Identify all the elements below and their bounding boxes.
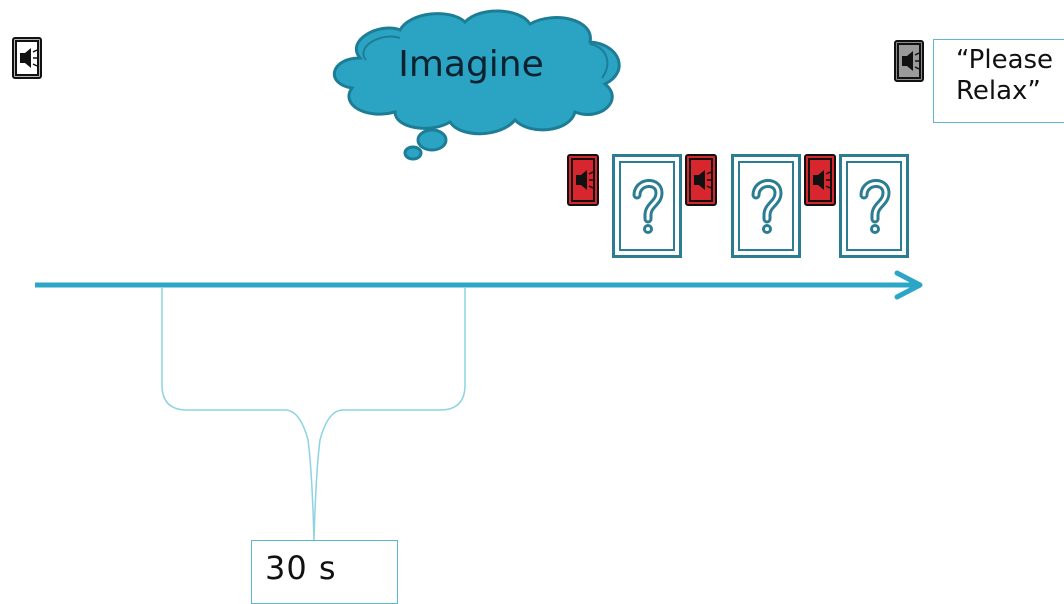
instruction-box: “Please Relax” [933,39,1064,123]
speaker-icon [567,154,599,206]
speaker-icon [804,154,836,206]
thought-bubble-dot-small [403,145,423,161]
thought-bubble-text: Imagine [398,44,544,85]
question-card [839,154,909,258]
question-card [612,154,682,258]
speaker-icon [685,154,717,206]
duration-bracket [161,288,466,541]
question-mark-icon [632,179,664,234]
timeline-arrow [35,270,923,300]
speaker-icon [894,40,924,82]
question-mark-icon [859,179,891,234]
instruction-line-2: Relax” [956,76,1041,106]
question-card [731,154,801,258]
thought-cloud-shape [333,9,621,136]
duration-label: 30 s [251,540,398,604]
question-mark-icon [751,179,783,234]
thought-bubble-dot-large [416,128,448,152]
thought-cloud [333,9,621,161]
instruction-line-1: “Please [956,45,1054,75]
speaker-icon [12,37,42,79]
